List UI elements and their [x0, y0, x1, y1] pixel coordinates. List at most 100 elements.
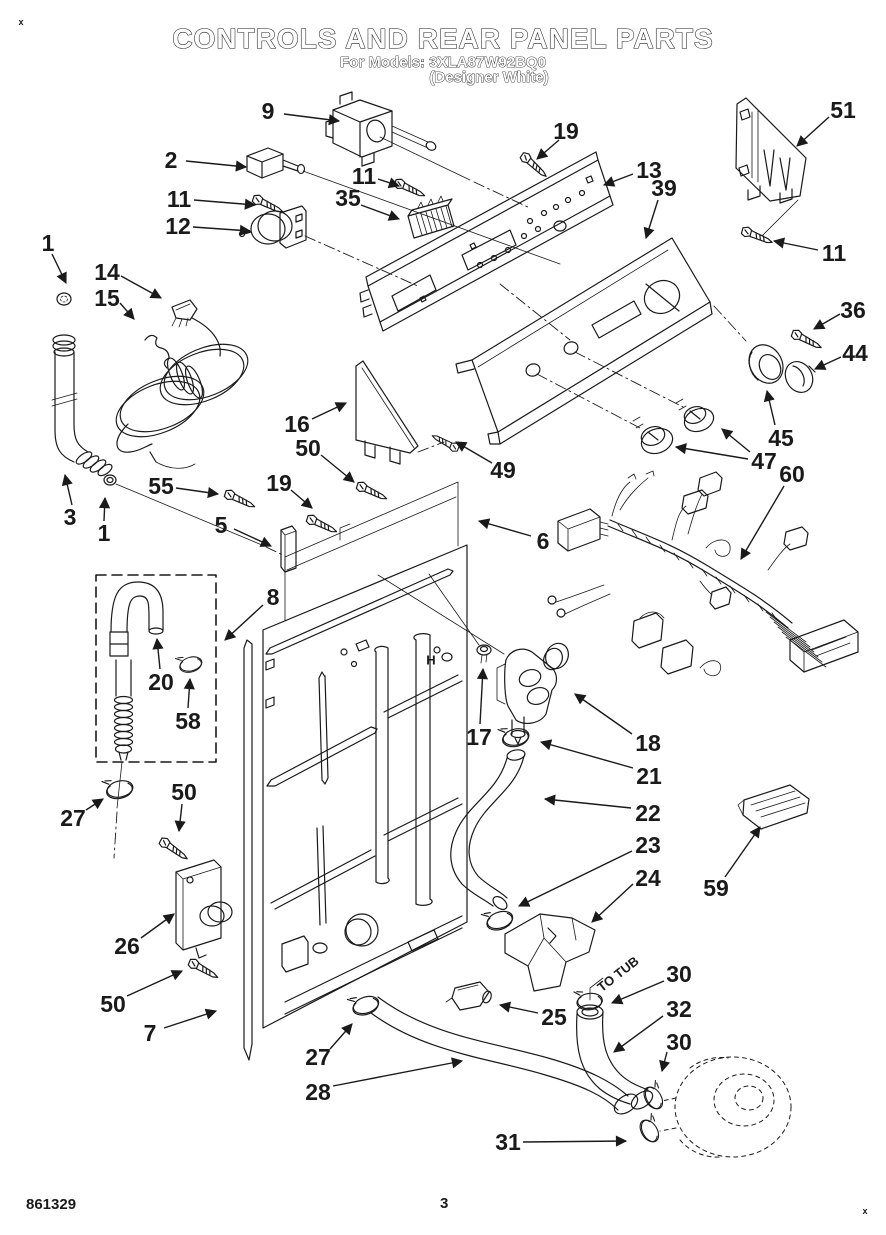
callout-30: 30 — [610, 961, 692, 1005]
callout-8: 8 — [224, 584, 280, 641]
callout-36: 36 — [813, 297, 866, 330]
callout-47: 47 — [674, 428, 777, 474]
callout-number: 7 — [144, 1020, 157, 1046]
callout-16: 16 — [284, 402, 348, 437]
callout-number: 23 — [635, 832, 661, 858]
callout-number: 2 — [165, 147, 178, 173]
switch-part — [246, 147, 561, 265]
callout-28: 28 — [305, 1057, 464, 1105]
callout-number: 11 — [822, 240, 847, 266]
pressure-switch-part — [238, 205, 421, 288]
callout-number: 6 — [537, 528, 550, 554]
callout-number: 39 — [651, 175, 677, 201]
callout-number: 9 — [262, 98, 275, 124]
callout-number: 13 — [636, 157, 662, 183]
callout-44: 44 — [813, 340, 868, 370]
callout-number: 31 — [495, 1129, 521, 1155]
callout-number: 22 — [635, 800, 661, 826]
wire-harness-part — [547, 470, 859, 677]
callout-number: 50 — [100, 991, 126, 1017]
callout-25: 25 — [498, 1001, 567, 1030]
page-number: 3 — [440, 1195, 448, 1212]
callout-number: 60 — [779, 461, 805, 487]
callout-number: 12 — [165, 213, 191, 239]
callout-21: 21 — [539, 739, 662, 789]
note-label: TO TUB — [594, 953, 641, 994]
side-trim-part — [243, 639, 253, 1061]
callout-51: 51 — [796, 97, 856, 147]
callout-number: 21 — [636, 763, 662, 789]
callout-27: 27 — [60, 798, 104, 831]
knob-parts — [632, 398, 715, 455]
rear-panel-part — [262, 481, 505, 1029]
callout-22: 22 — [543, 794, 661, 826]
page-title: CONTROLS AND REAR PANEL PARTS — [172, 23, 713, 54]
callout-number: 30 — [666, 1029, 692, 1055]
end-bracket-part — [735, 97, 807, 237]
injection-bracket-part — [504, 913, 596, 992]
callout-5: 5 — [215, 512, 273, 547]
callout-50: 50 — [100, 970, 184, 1017]
callout-19: 19 — [536, 118, 579, 160]
note-label: H — [426, 653, 435, 668]
nozzle-part — [445, 981, 492, 1011]
callout-number: 20 — [148, 669, 174, 695]
callout-1: 1 — [98, 496, 111, 546]
pump-reference-outline — [659, 1056, 792, 1158]
callout-number: 59 — [703, 875, 729, 901]
callout-number: 3 — [64, 504, 77, 530]
callout-39: 39 — [643, 175, 677, 240]
callout-number: 11 — [352, 163, 377, 189]
callout-35: 35 — [335, 185, 401, 221]
callout-11: 11 — [772, 237, 847, 266]
callout-1: 1 — [42, 230, 67, 285]
callout-number: 51 — [830, 97, 856, 123]
callout-31: 31 — [495, 1129, 628, 1155]
callout-45: 45 — [763, 389, 794, 451]
doc-number: 861329 — [26, 1196, 76, 1213]
callout-number: 1 — [98, 520, 111, 546]
callout-number: 27 — [60, 805, 86, 831]
callout-number: 44 — [842, 340, 868, 366]
callout-2: 2 — [165, 147, 248, 173]
drain-hose-part — [370, 996, 639, 1115]
inlet-hose-part — [51, 292, 286, 557]
callout-55: 55 — [148, 473, 220, 499]
callout-number: 55 — [148, 473, 174, 499]
callout-11: 11 — [167, 186, 257, 212]
callout-23: 23 — [517, 832, 661, 907]
callout-number: 16 — [284, 411, 310, 437]
callout-12: 12 — [165, 213, 252, 239]
callout-number: 14 — [94, 259, 120, 285]
callout-24: 24 — [591, 865, 661, 923]
callout-number: 32 — [666, 996, 692, 1022]
callout-number: 5 — [215, 512, 228, 538]
callout-number: 19 — [266, 470, 292, 496]
finish-line: (Designer White) — [429, 69, 548, 86]
callout-59: 59 — [703, 826, 761, 901]
callout-17: 17 — [466, 667, 492, 750]
callout-number: 50 — [171, 779, 197, 805]
power-cord-part — [115, 299, 249, 469]
callout-number: 18 — [635, 730, 661, 756]
timer-knob-part — [784, 361, 816, 393]
callout-number: 30 — [666, 961, 692, 987]
callout-18: 18 — [574, 693, 661, 756]
registration-marks: xx — [18, 17, 867, 1216]
callout-number: 28 — [305, 1079, 331, 1105]
callout-number: 25 — [541, 1004, 567, 1030]
callout-50: 50 — [295, 435, 355, 483]
callout-number: 45 — [768, 425, 794, 451]
valve-hose-part — [450, 749, 526, 911]
callout-number: 36 — [840, 297, 866, 323]
callout-15: 15 — [94, 285, 135, 320]
screw-fasteners — [157, 150, 825, 980]
callout-50: 50 — [171, 779, 197, 833]
callout-number: 19 — [553, 118, 579, 144]
escutcheon-part — [748, 344, 784, 384]
callout-number: 11 — [167, 186, 192, 212]
inlet-valve-part — [476, 642, 569, 745]
end-cap-part — [355, 360, 445, 465]
